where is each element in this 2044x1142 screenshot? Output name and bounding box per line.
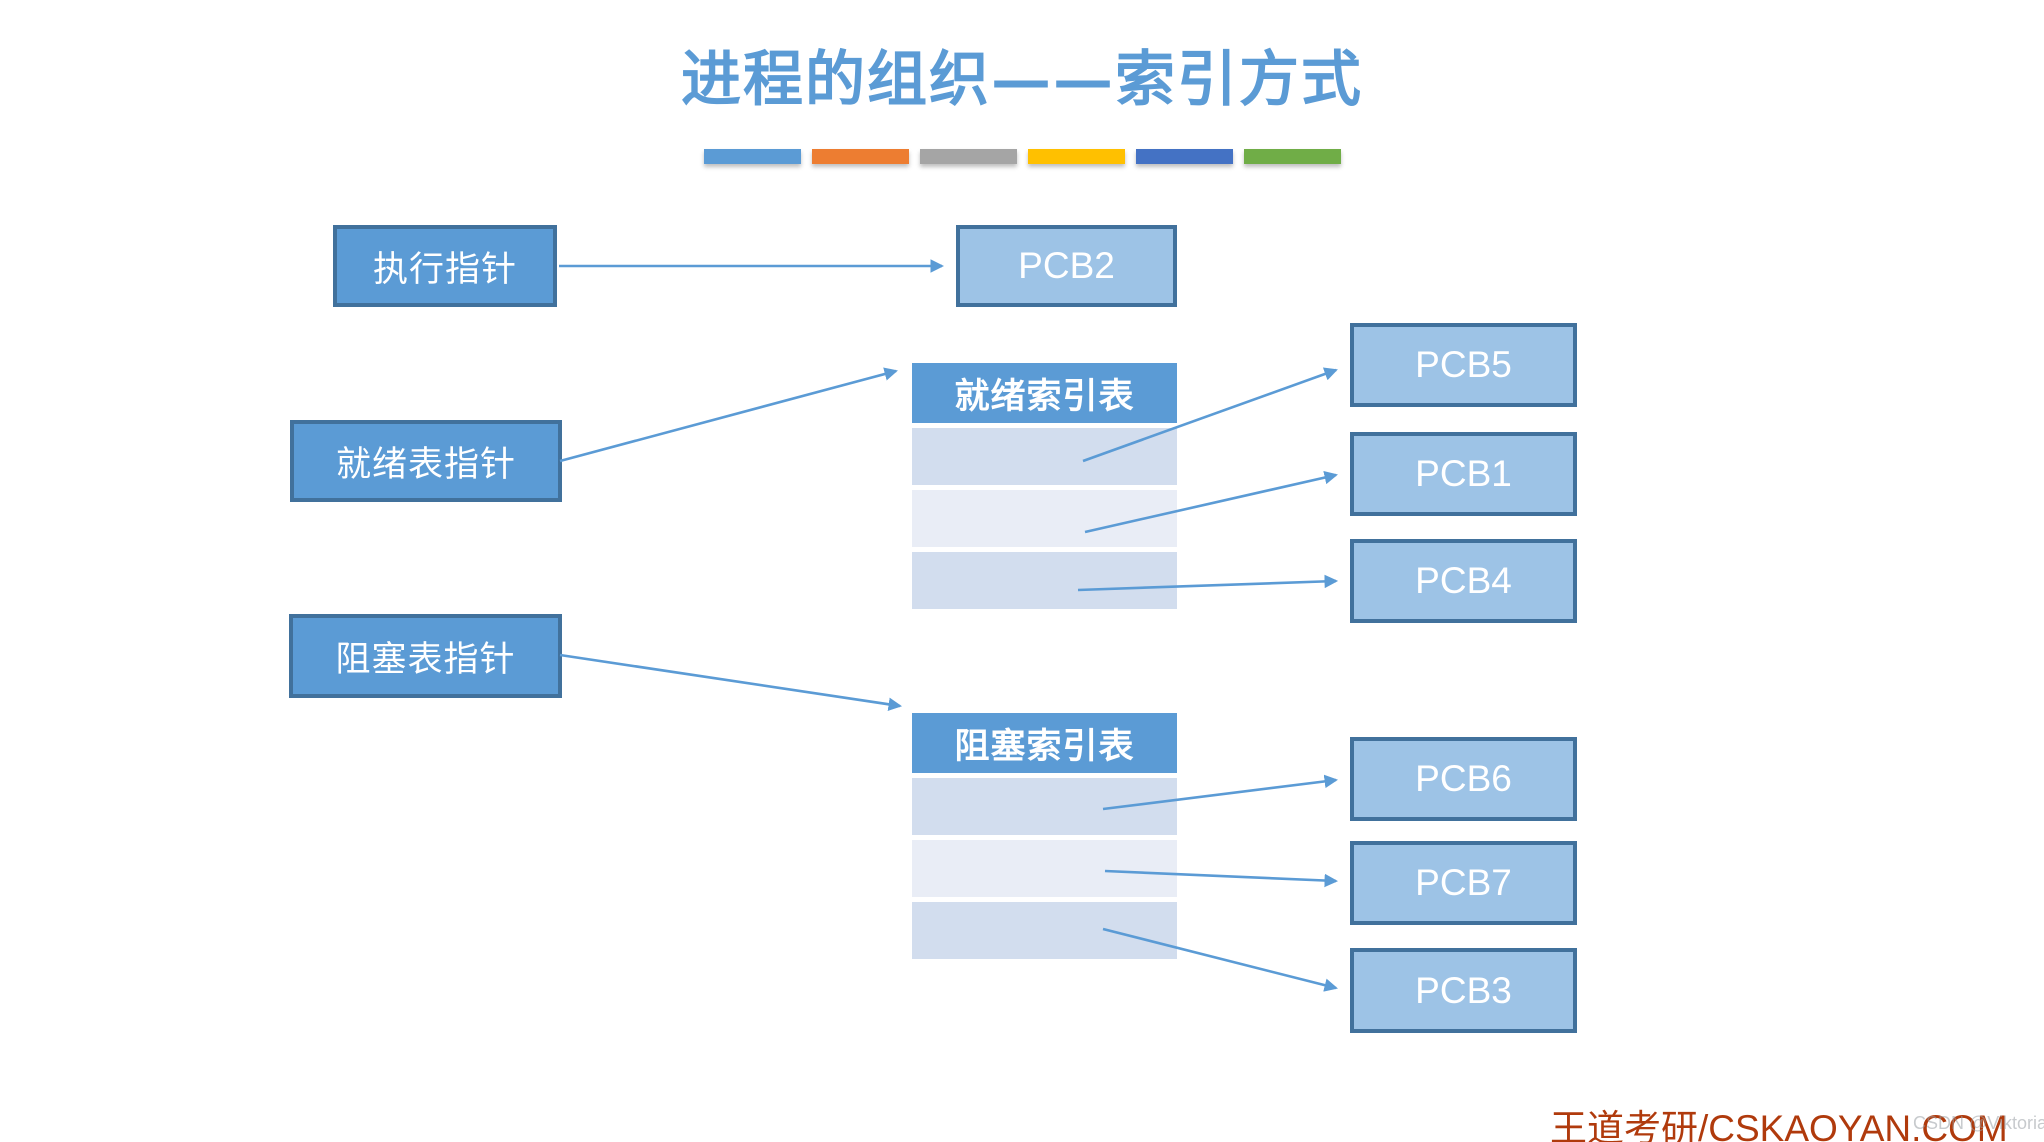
exec-pointer-box: 执行指针: [333, 225, 557, 307]
accent-bar-yellow: [1027, 149, 1125, 164]
pcb-box-ready-3: PCB4: [1350, 539, 1577, 623]
pcb-label: PCB5: [1415, 344, 1512, 385]
ready-pointer-box: 就绪表指针: [290, 420, 562, 502]
ready-pointer-label: 就绪表指针: [335, 444, 516, 485]
accent-bar-row: [0, 149, 2044, 164]
accent-bar-gray: [919, 149, 1017, 164]
accent-bar-green: [1243, 149, 1341, 164]
pcb-box-ready-1: PCB5: [1350, 323, 1577, 407]
accent-bar-blue: [703, 149, 801, 164]
pcb-label: PCB1: [1415, 453, 1512, 494]
table-row: [912, 552, 1177, 609]
pcb-label: PCB4: [1415, 560, 1512, 601]
table-row: [912, 840, 1177, 897]
pcb-label: PCB6: [1415, 758, 1512, 799]
table-row: [912, 428, 1177, 485]
pcb-box-ready-2: PCB1: [1350, 432, 1577, 516]
pcb-label: PCB2: [1018, 245, 1115, 286]
pcb-label: PCB7: [1415, 862, 1512, 903]
blocked-index-table-title: 阻塞索引表: [954, 725, 1135, 767]
accent-bar-orange: [811, 149, 909, 164]
blocked-pointer-box: 阻塞表指针: [289, 614, 562, 698]
ready-index-table: 就绪索引表: [912, 363, 1177, 609]
blocked-index-table: 阻塞索引表: [912, 713, 1177, 959]
exec-pointer-label: 执行指针: [372, 249, 517, 290]
blocked-index-table-header: 阻塞索引表: [912, 713, 1177, 773]
pcb-box-blocked-1: PCB6: [1350, 737, 1577, 821]
table-row: [912, 778, 1177, 835]
pcb-box-running: PCB2: [956, 225, 1177, 307]
pcb-box-blocked-3: PCB3: [1350, 948, 1577, 1033]
arrow-readyptr-to-readytable: [559, 367, 898, 463]
table-row: [912, 902, 1177, 959]
arrow-blockedptr-to-blockedtable: [559, 653, 903, 711]
pcb-label: PCB3: [1415, 969, 1512, 1011]
pcb-box-blocked-2: PCB7: [1350, 841, 1577, 925]
ready-index-table-header: 就绪索引表: [912, 363, 1177, 423]
accent-bar-darkblue: [1135, 149, 1233, 164]
blocked-pointer-label: 阻塞表指针: [335, 639, 516, 680]
table-row: [912, 490, 1177, 547]
ready-index-table-title: 就绪索引表: [954, 375, 1135, 417]
brand-text: 王道考研/CSKAOYAN.COM: [1550, 1108, 2008, 1142]
page-title: 进程的组织——索引方式: [681, 45, 1363, 115]
watermark-text: CSDN @Viktoriae: [1913, 1113, 2044, 1133]
